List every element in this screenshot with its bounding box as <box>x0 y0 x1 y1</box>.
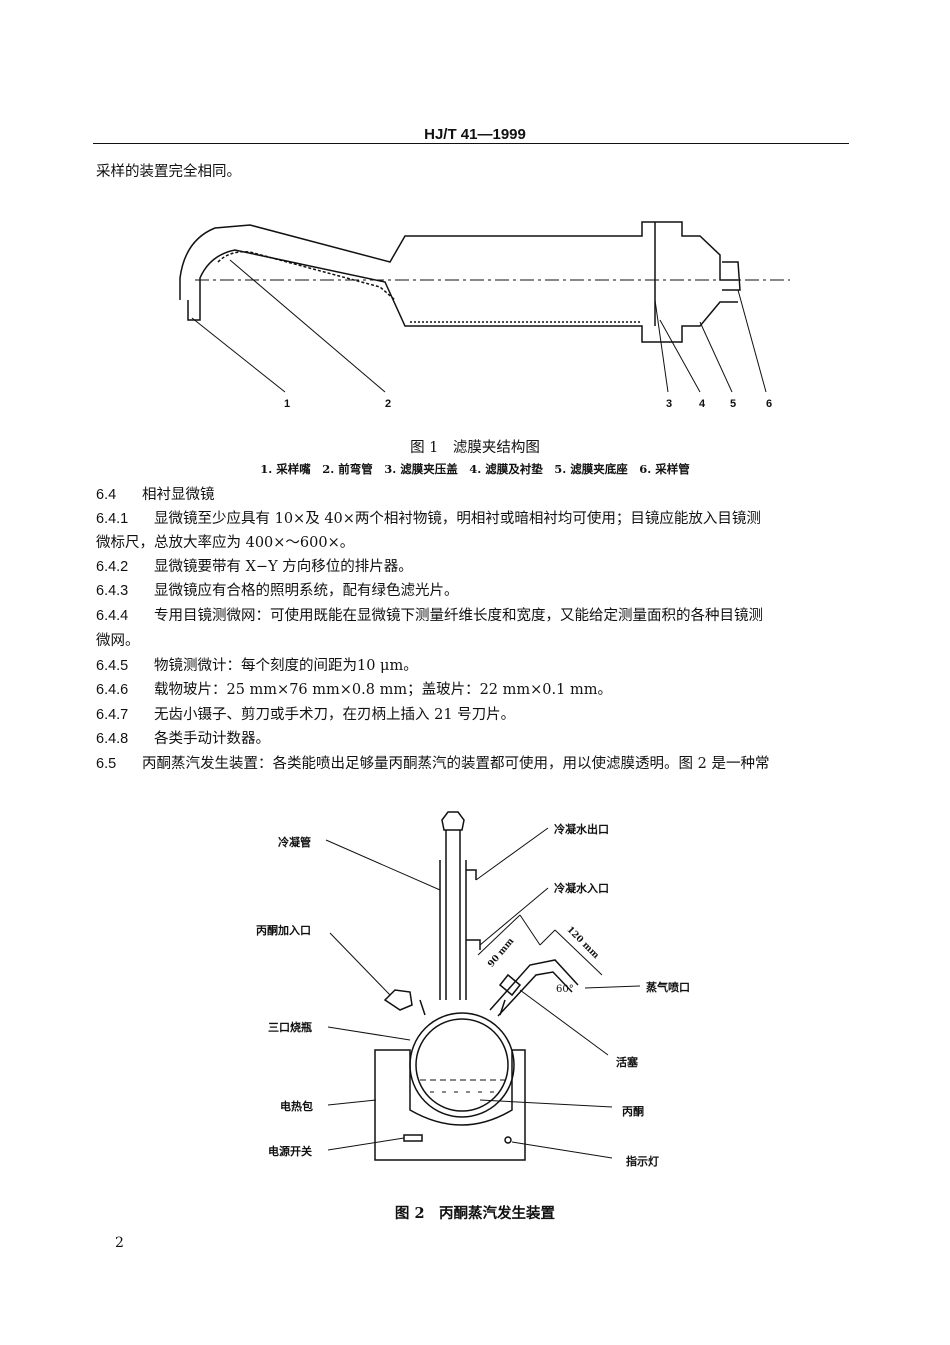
label-steam-outlet: 蒸气喷口 <box>646 981 690 994</box>
dimension-60deg: 60° <box>556 984 574 995</box>
label-heating-mantle: 电热包 <box>280 1100 313 1113</box>
intro-line: 采样的装置完全相同。 <box>96 164 241 180</box>
header-rule <box>93 143 849 144</box>
figure-1-caption: 图 1 滤膜夹结构图 <box>410 440 540 456</box>
section-6-4-4-cont: 微网。 <box>96 633 140 649</box>
part-number-3: 3 <box>666 398 673 410</box>
label-condenser: 冷凝管 <box>278 836 311 849</box>
label-stopcock: 活塞 <box>616 1056 638 1069</box>
page-number: 2 <box>115 1235 124 1251</box>
standard-code-header: HJ/T 41—1999 <box>424 126 526 143</box>
label-acetone: 丙酮 <box>622 1105 644 1118</box>
figure-2-caption: 图 2 丙酮蒸汽发生装置 <box>394 1205 556 1222</box>
section-6-4-1-cont: 微标尺，总放大率应为 400×～600×。 <box>96 535 355 551</box>
part-number-5: 5 <box>730 398 737 410</box>
part-number-4: 4 <box>699 398 706 410</box>
part-number-1: 1 <box>284 398 291 410</box>
label-three-neck-flask: 三口烧瓶 <box>268 1021 312 1034</box>
part-number-6: 6 <box>766 398 773 410</box>
acetone-vapor-generator-drawing <box>325 811 641 1161</box>
part-number-2: 2 <box>385 398 392 410</box>
figure-1-legend: 1. 采样嘴 2. 前弯管 3. 滤膜夹压盖 4. 滤膜及衬垫 5. 滤膜夹底座… <box>260 462 690 476</box>
label-acetone-inlet: 丙酮加入口 <box>256 924 311 937</box>
label-water-inlet: 冷凝水入口 <box>554 882 609 895</box>
label-indicator-light: 指示灯 <box>626 1155 659 1168</box>
label-water-outlet: 冷凝水出口 <box>554 823 609 836</box>
filter-holder-drawing <box>179 221 790 393</box>
label-power-switch: 电源开关 <box>268 1145 312 1158</box>
